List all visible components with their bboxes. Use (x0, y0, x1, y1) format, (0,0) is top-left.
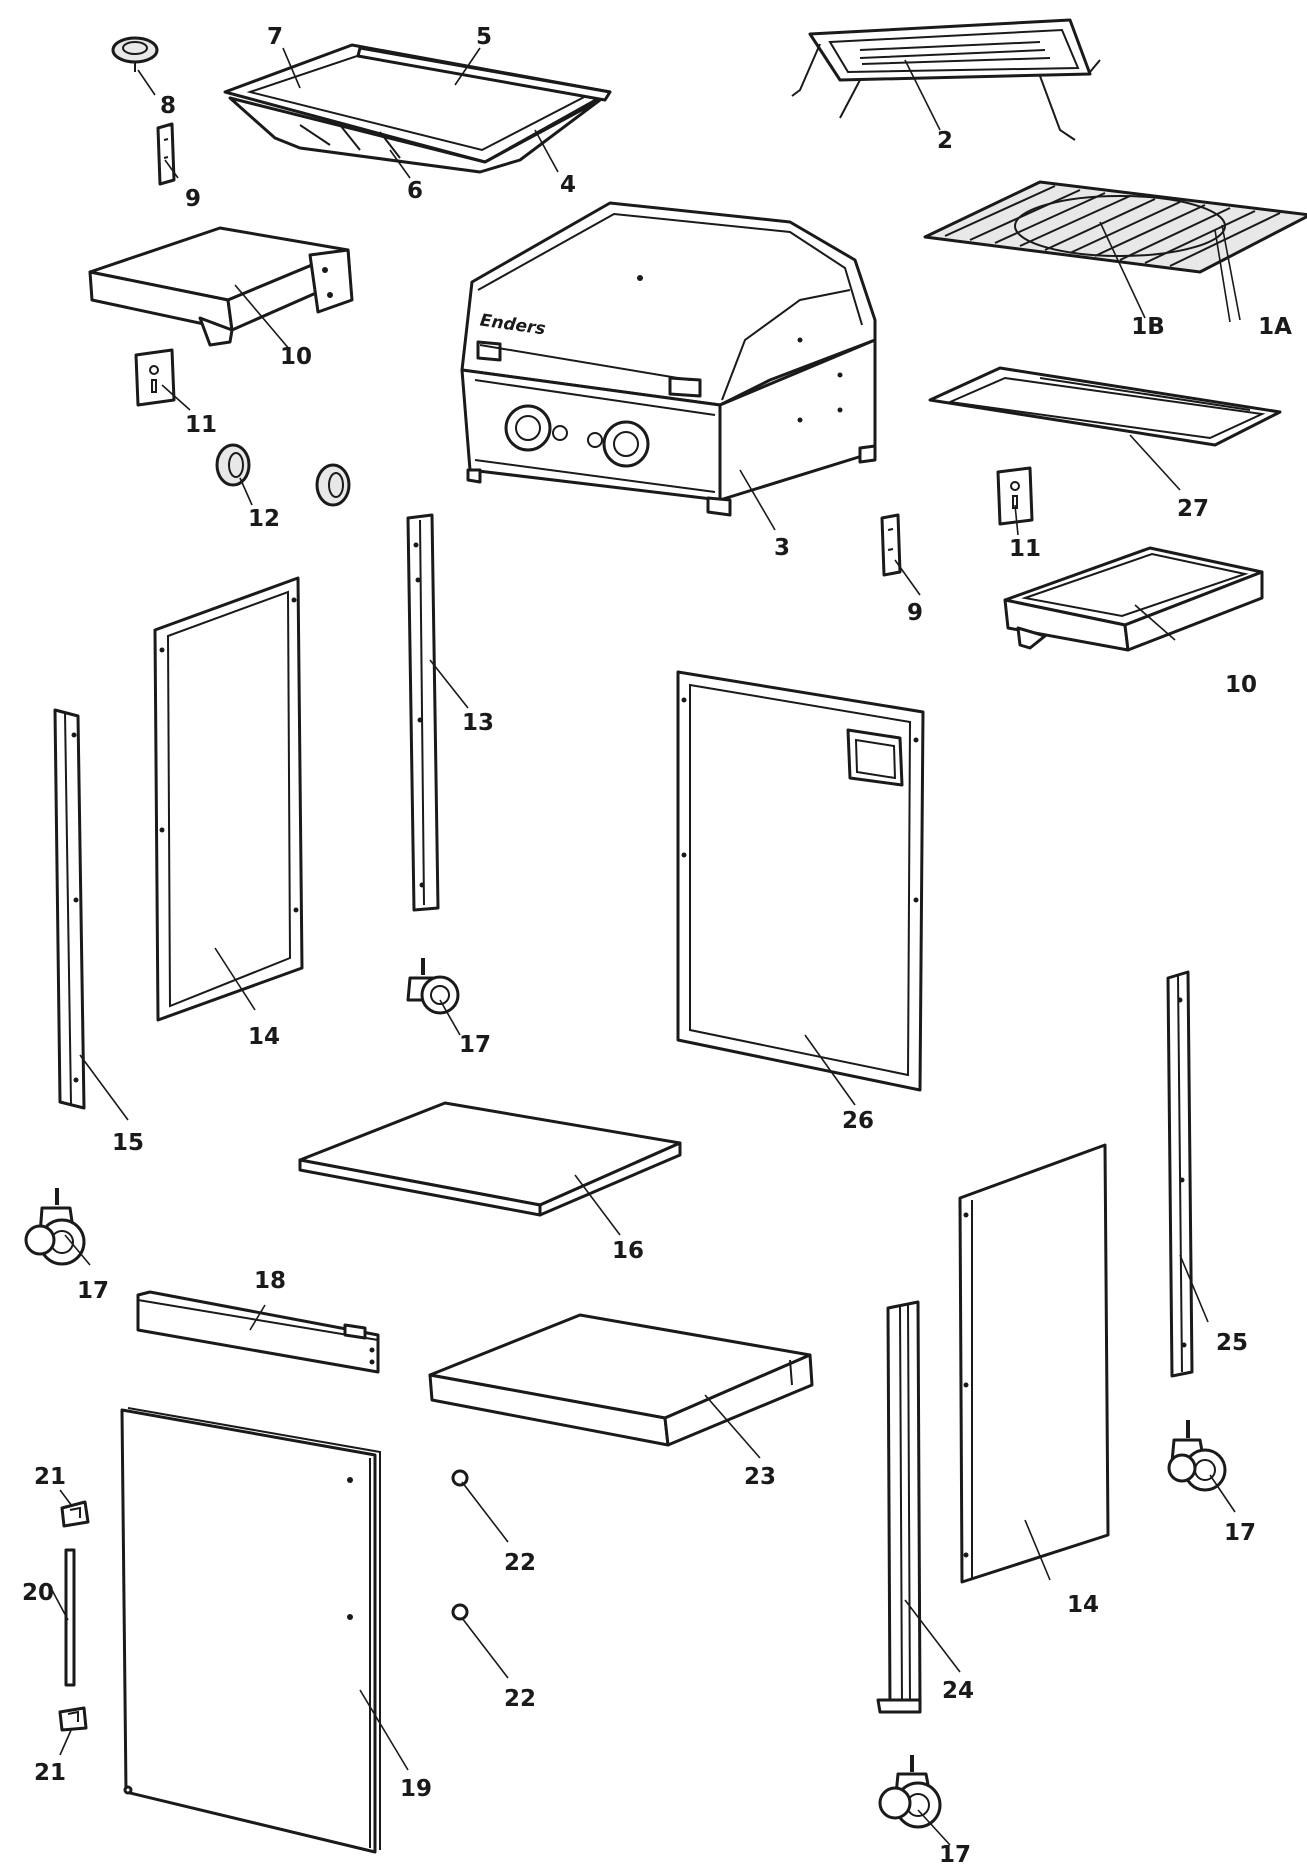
part-8-thermometer (111, 36, 159, 72)
part-16-top-shelf (298, 1101, 682, 1217)
label-22-top: 22 (504, 1550, 536, 1576)
part-1-cooking-grate (923, 180, 1307, 274)
part-10-side-shelf-left (88, 226, 354, 347)
label-9-top: 9 (185, 186, 201, 212)
label-10-right: 10 (1225, 672, 1257, 698)
part-21-hinge-clip-top (60, 1500, 90, 1528)
label-25: 25 (1216, 1330, 1248, 1356)
label-11-right: 11 (1009, 536, 1041, 562)
leader-lines (51, 47, 1241, 1846)
part-14-side-panel-left (153, 576, 304, 1022)
label-3: 3 (774, 535, 790, 561)
label-23: 23 (744, 1464, 776, 1490)
label-15: 15 (112, 1130, 144, 1156)
part-11-hanger-bracket-left (134, 348, 176, 407)
part-27-grease-tray (928, 366, 1282, 447)
part-2-warming-rack (791, 18, 1101, 141)
label-22-bottom: 22 (504, 1686, 536, 1712)
part-4-5-6-7-firebox-tray (223, 43, 612, 174)
label-2: 2 (937, 128, 953, 154)
label-14-left: 14 (248, 1024, 280, 1050)
label-17-a: 17 (459, 1032, 491, 1058)
label-17-c: 17 (1224, 1520, 1256, 1546)
part-25-rear-right-post (1166, 970, 1194, 1378)
part-3-grill-body: Enders (460, 201, 877, 517)
part-20-hinge-rod (64, 1548, 76, 1687)
part-11-hanger-bracket-right (996, 466, 1034, 526)
part-15-front-left-post (53, 708, 86, 1110)
part-labels: 1A 1B 2 3 4 5 6 7 8 9 9 10 10 11 11 12 1… (22, 24, 1292, 1865)
part-14-side-panel-right (958, 1143, 1110, 1584)
label-26: 26 (842, 1108, 874, 1134)
label-5: 5 (476, 24, 492, 50)
label-17-b: 17 (77, 1278, 109, 1304)
part-17-caster-2 (24, 1188, 86, 1266)
label-4: 4 (560, 172, 576, 198)
part-24-front-right-post (876, 1300, 922, 1714)
label-10-left: 10 (280, 344, 312, 370)
label-27: 27 (1177, 496, 1209, 522)
label-1B: 1B (1131, 314, 1165, 340)
part-21-hinge-clip-bottom (58, 1706, 88, 1732)
label-13: 13 (462, 710, 494, 736)
part-18-front-rail (136, 1290, 380, 1374)
part-22-magnet-bottom (451, 1603, 469, 1621)
part-10-side-shelf-right (1003, 546, 1264, 652)
label-1A: 1A (1258, 314, 1292, 340)
label-24: 24 (942, 1678, 974, 1704)
label-6: 6 (407, 178, 423, 204)
label-11-left: 11 (185, 412, 217, 438)
label-20: 20 (22, 1580, 54, 1606)
label-8: 8 (160, 93, 176, 119)
part-19-front-panel (120, 1407, 381, 1854)
part-17-caster-3 (1167, 1420, 1227, 1492)
part-12-control-knobs (215, 443, 351, 507)
part-9-bracket-right (880, 513, 902, 577)
part-23-bottom-shelf (428, 1313, 814, 1447)
label-19: 19 (400, 1776, 432, 1802)
label-16: 16 (612, 1238, 644, 1264)
part-13-rear-post (406, 513, 440, 912)
label-21-bottom: 21 (34, 1760, 66, 1786)
label-12: 12 (248, 506, 280, 532)
label-9-right: 9 (907, 600, 923, 626)
part-22-magnet-top (451, 1469, 469, 1487)
label-7: 7 (267, 24, 283, 50)
label-21-top: 21 (34, 1464, 66, 1490)
part-26-door-with-handle (676, 670, 925, 1092)
label-17-d: 17 (939, 1842, 971, 1865)
label-14-right: 14 (1067, 1592, 1099, 1618)
part-17-caster-1 (406, 958, 460, 1015)
part-9-bracket (156, 122, 176, 186)
part-17-caster-4 (878, 1755, 942, 1829)
label-18: 18 (254, 1268, 286, 1294)
